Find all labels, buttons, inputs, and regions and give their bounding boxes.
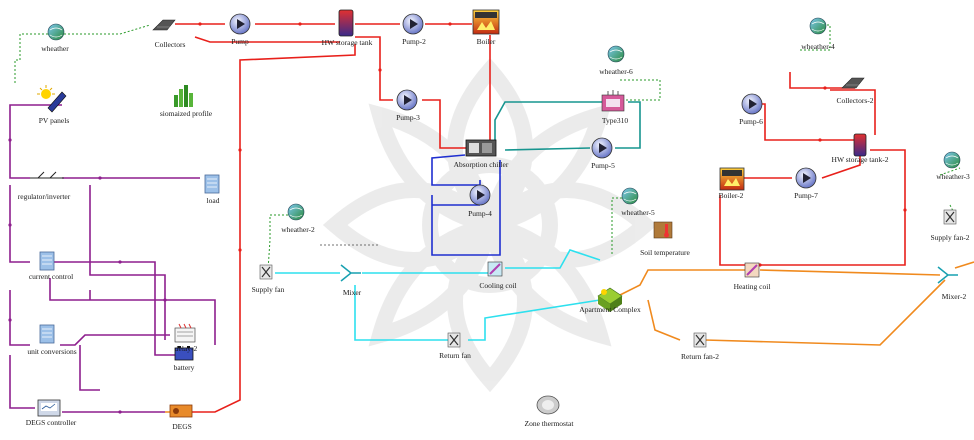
label-wheather-4: wheather-4: [801, 42, 835, 51]
label-degs: DEGS: [172, 422, 192, 431]
return-fan-2-icon[interactable]: [693, 332, 707, 348]
label-delay-2: delay-2: [174, 344, 198, 353]
current-control-icon[interactable]: [39, 251, 55, 271]
degs-icon[interactable]: [169, 404, 193, 418]
load-icon[interactable]: [204, 174, 220, 194]
cooling-coil-icon[interactable]: [487, 261, 503, 277]
pump-2-icon[interactable]: [402, 13, 424, 35]
label-wheather-2: wheather-2: [281, 225, 315, 234]
supply-fan-icon[interactable]: [259, 264, 273, 280]
label-wheather-5: wheather-5: [621, 208, 655, 217]
degs-controller-icon[interactable]: [37, 399, 61, 417]
mixer-2-icon[interactable]: [937, 266, 958, 284]
label-load: load: [206, 196, 220, 205]
pump-4-icon[interactable]: [469, 184, 491, 206]
condenser-water-loop: [494, 101, 641, 151]
label-mixer: Mixer: [342, 288, 362, 297]
label-wheather-3: wheather-3: [936, 172, 970, 181]
label-hw-storage-tank-2: HW storage tank-2: [831, 155, 889, 164]
heating-coil-icon[interactable]: [744, 262, 760, 278]
solar-collector-icon[interactable]: [152, 19, 176, 31]
label-soil-temperature: Soil temperature: [640, 248, 690, 257]
label-collectors: Collectors: [154, 40, 186, 49]
label-boiler-2: Boiler-2: [718, 191, 744, 200]
mixer-icon[interactable]: [340, 264, 361, 282]
label-pump-5: Pump-5: [591, 161, 615, 170]
label-absorption-chiller: Absorption chiller: [453, 160, 509, 169]
label-battery: battery: [173, 363, 195, 372]
soil-temperature-icon[interactable]: [653, 221, 673, 239]
hw-storage-tank-2-icon[interactable]: [853, 133, 867, 157]
apartment-complex-icon[interactable]: [597, 287, 623, 312]
label-wheather-6: wheather-6: [599, 67, 633, 76]
return-fan-icon[interactable]: [447, 332, 461, 348]
label-mixer-2: Mixer-2: [941, 292, 967, 301]
weather-6-globe-icon[interactable]: [607, 45, 625, 63]
unit-conversions-icon[interactable]: [39, 324, 55, 344]
hot-water-loop: [175, 23, 906, 413]
label-collectors-2: Collectors-2: [836, 96, 874, 105]
label-degs-controller: DEGS controller: [25, 418, 77, 427]
boiler-icon[interactable]: [472, 9, 500, 35]
pump-3-icon[interactable]: [396, 89, 418, 111]
pump-5-icon[interactable]: [591, 137, 613, 159]
supply-fan-2-icon[interactable]: [943, 209, 957, 225]
weather-3-globe-icon[interactable]: [943, 151, 961, 169]
label-unit-conversions: unit conversions: [27, 347, 77, 356]
label-wheather: wheather: [41, 44, 69, 53]
chilled-water-loop: [431, 154, 501, 256]
label-pump: Pump: [231, 37, 249, 46]
label-supply-fan-2: Supply fan-2: [930, 233, 970, 242]
pv-panels-icon[interactable]: [37, 85, 67, 113]
weather-4-globe-icon[interactable]: [809, 17, 827, 35]
label-hw-storage-tank: HW storage tank: [321, 38, 373, 47]
absorption-chiller-icon[interactable]: [465, 139, 497, 157]
label-boiler: Boiler: [476, 37, 496, 46]
label-return-fan-2: Return fan-2: [680, 352, 720, 361]
label-current-control: current control: [28, 272, 74, 281]
watermark-ornament: [322, 57, 658, 393]
siomaized-profile-icon[interactable]: [174, 85, 193, 107]
label-siomaized-profile: siomaized profile: [159, 109, 213, 118]
label-pump-3: Pump-3: [396, 113, 420, 122]
label-supply-fan: Supply fan: [251, 285, 285, 294]
pump-icon[interactable]: [229, 13, 251, 35]
label-return-fan: Return fan: [439, 351, 471, 360]
label-pv-panels: PV panels: [38, 116, 70, 125]
weather-5-globe-icon[interactable]: [621, 187, 639, 205]
label-pump-6: Pump-6: [739, 117, 763, 126]
label-apartment-complex: Apartment Complex: [579, 305, 641, 314]
label-type310: Type310: [601, 116, 629, 125]
label-pump-7: Pump-7: [794, 191, 818, 200]
label-pump-4: Pump-4: [468, 209, 492, 218]
boiler-2-icon[interactable]: [719, 167, 745, 191]
delay-2-icon[interactable]: [174, 323, 196, 343]
label-heating-coil: Heating coil: [733, 282, 771, 291]
warm-air-loop: [165, 261, 974, 413]
label-regulator-inverter: regulator/inverter: [17, 192, 71, 201]
type310-icon[interactable]: [601, 90, 625, 112]
label-cooling-coil: Cooling coil: [479, 281, 517, 290]
hw-storage-tank-icon[interactable]: [338, 9, 354, 37]
pump-6-icon[interactable]: [741, 93, 763, 115]
label-zone-thermostat: Zone thermostat: [524, 419, 574, 428]
cool-air-loop: [275, 249, 601, 341]
zone-thermostat-icon[interactable]: [536, 395, 560, 415]
electric-loop: [9, 104, 216, 413]
label-pump-2: Pump-2: [402, 37, 426, 46]
electric-dots: [8, 138, 167, 414]
pump-7-icon[interactable]: [795, 167, 817, 189]
weather-globe-icon[interactable]: [47, 23, 65, 41]
regulator-inverter-icon[interactable]: [30, 171, 64, 179]
weather-2-globe-icon[interactable]: [287, 203, 305, 221]
solar-collector-2-icon[interactable]: [841, 77, 865, 89]
battery-icon[interactable]: [174, 346, 194, 361]
